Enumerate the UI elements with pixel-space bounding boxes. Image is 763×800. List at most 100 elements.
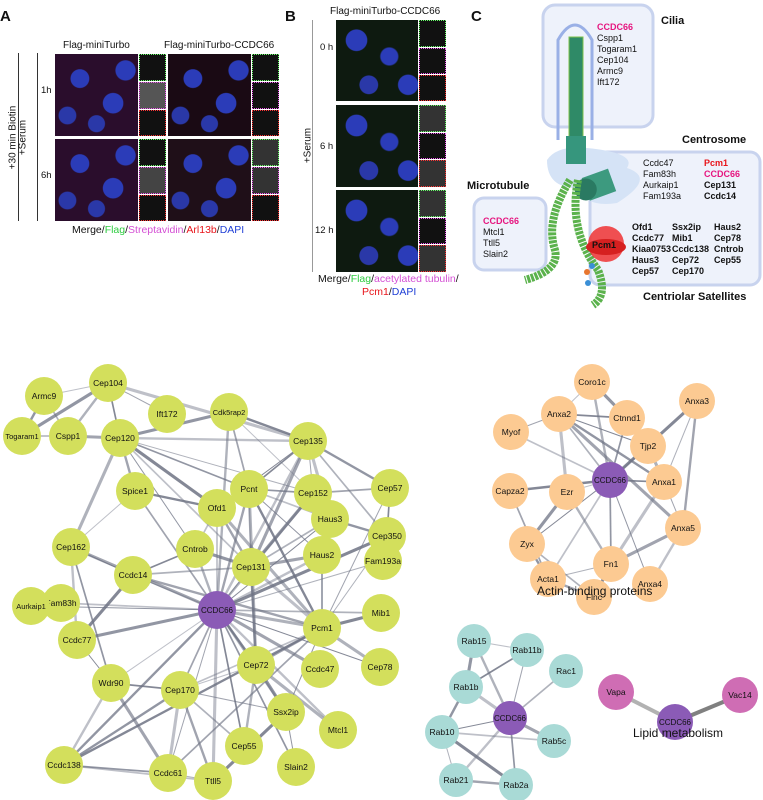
protein-node[interactable]	[161, 671, 199, 709]
protein-node[interactable]	[277, 748, 315, 786]
protein-node[interactable]	[592, 462, 628, 498]
protein-node[interactable]	[549, 654, 583, 688]
protein-node[interactable]	[176, 530, 214, 568]
inset	[139, 54, 166, 81]
interaction-edge	[681, 400, 699, 529]
protein-node[interactable]	[25, 377, 63, 415]
protein-node[interactable]	[148, 395, 186, 433]
protein-node[interactable]	[541, 396, 577, 432]
protein-node[interactable]	[361, 648, 399, 686]
protein-node[interactable]	[149, 754, 187, 792]
protein-node-label: Rab21	[443, 775, 468, 785]
protein-name: Cntrob	[714, 244, 744, 254]
protein-node[interactable]	[267, 693, 305, 731]
protein-node[interactable]	[42, 584, 80, 622]
protein-node[interactable]	[722, 677, 758, 713]
protein-node-label: Anxa4	[638, 579, 662, 589]
micrograph	[55, 54, 138, 136]
protein-node[interactable]	[52, 528, 90, 566]
protein-node[interactable]	[632, 566, 668, 602]
protein-node[interactable]	[439, 763, 473, 797]
protein-node[interactable]	[301, 650, 339, 688]
protein-node[interactable]	[679, 383, 715, 419]
protein-node-label: Ctnnd1	[613, 413, 641, 423]
interaction-edge	[249, 440, 310, 568]
protein-node[interactable]	[549, 474, 585, 510]
protein-node[interactable]	[49, 417, 87, 455]
protein-node[interactable]	[58, 621, 96, 659]
protein-node-label: Cep120	[105, 433, 135, 443]
protein-node-label: CCDC66	[594, 476, 627, 485]
protein-node[interactable]	[198, 489, 236, 527]
inset	[139, 82, 166, 109]
protein-node[interactable]	[194, 762, 232, 800]
protein-node[interactable]	[364, 542, 402, 580]
protein-node[interactable]	[311, 500, 349, 538]
caption-segment: Pcm1	[362, 286, 389, 298]
protein-node[interactable]	[232, 548, 270, 586]
protein-node[interactable]	[657, 704, 693, 740]
caption-segment: /	[125, 224, 129, 236]
caption-segment: Streptavidin	[128, 224, 184, 236]
protein-node[interactable]	[499, 768, 533, 800]
interaction-edge	[558, 412, 665, 484]
protein-node[interactable]	[89, 364, 127, 402]
protein-node[interactable]	[449, 670, 483, 704]
protein-node-label: Ccdc61	[154, 768, 183, 778]
protein-node[interactable]	[509, 526, 545, 562]
protein-node[interactable]	[609, 400, 645, 436]
protein-node[interactable]	[493, 414, 529, 450]
protein-node[interactable]	[230, 470, 268, 508]
protein-node[interactable]	[319, 711, 357, 749]
protein-name: Cep72	[672, 255, 700, 265]
protein-node[interactable]	[665, 510, 701, 546]
protein-node[interactable]	[492, 473, 528, 509]
protein-node[interactable]	[493, 701, 527, 735]
panel-c-label: C	[471, 8, 482, 25]
protein-node-label: Fam193a	[365, 556, 401, 566]
protein-node[interactable]	[646, 464, 682, 500]
protein-node-label: Mtcl1	[328, 725, 349, 735]
protein-node-label: Rab1b	[453, 682, 478, 692]
protein-node[interactable]	[630, 428, 666, 464]
protein-name: Aurkaip1	[643, 180, 679, 190]
divider	[18, 53, 19, 221]
protein-node[interactable]	[576, 579, 612, 615]
protein-name: Fam83h	[643, 169, 677, 179]
protein-node[interactable]	[237, 646, 275, 684]
protein-node-label: Ccdc138	[47, 760, 81, 770]
protein-node[interactable]	[425, 715, 459, 749]
protein-name: Cspp1	[597, 33, 624, 43]
protein-name: Cep55	[714, 255, 742, 265]
protein-node[interactable]	[303, 609, 341, 647]
protein-node[interactable]	[593, 546, 629, 582]
protein-node[interactable]	[45, 746, 83, 784]
protein-node[interactable]	[598, 674, 634, 710]
protein-node[interactable]	[537, 724, 571, 758]
protein-node[interactable]	[198, 591, 236, 629]
interaction-edge	[119, 436, 218, 510]
protein-node-label: Haus3	[318, 514, 343, 524]
protein-node[interactable]	[457, 624, 491, 658]
protein-node[interactable]	[303, 536, 341, 574]
protein-node[interactable]	[114, 556, 152, 594]
protein-node[interactable]	[101, 419, 139, 457]
protein-node[interactable]	[530, 561, 566, 597]
protein-node[interactable]	[510, 633, 544, 667]
protein-node[interactable]	[289, 422, 327, 460]
protein-name: Togaram1	[597, 44, 638, 54]
protein-node[interactable]	[574, 364, 610, 400]
protein-node[interactable]	[371, 469, 409, 507]
protein-node[interactable]	[362, 594, 400, 632]
micrograph	[336, 190, 418, 272]
protein-node[interactable]	[92, 664, 130, 702]
protein-node[interactable]	[116, 472, 154, 510]
interaction-edge	[119, 436, 309, 443]
protein-node[interactable]	[210, 393, 248, 431]
inset	[139, 110, 166, 136]
protein-name: Slain2	[483, 249, 509, 259]
protein-node[interactable]	[12, 587, 50, 625]
protein-node[interactable]	[225, 727, 263, 765]
protein-node[interactable]	[3, 417, 41, 455]
caption-segment: Merge/	[318, 273, 351, 285]
